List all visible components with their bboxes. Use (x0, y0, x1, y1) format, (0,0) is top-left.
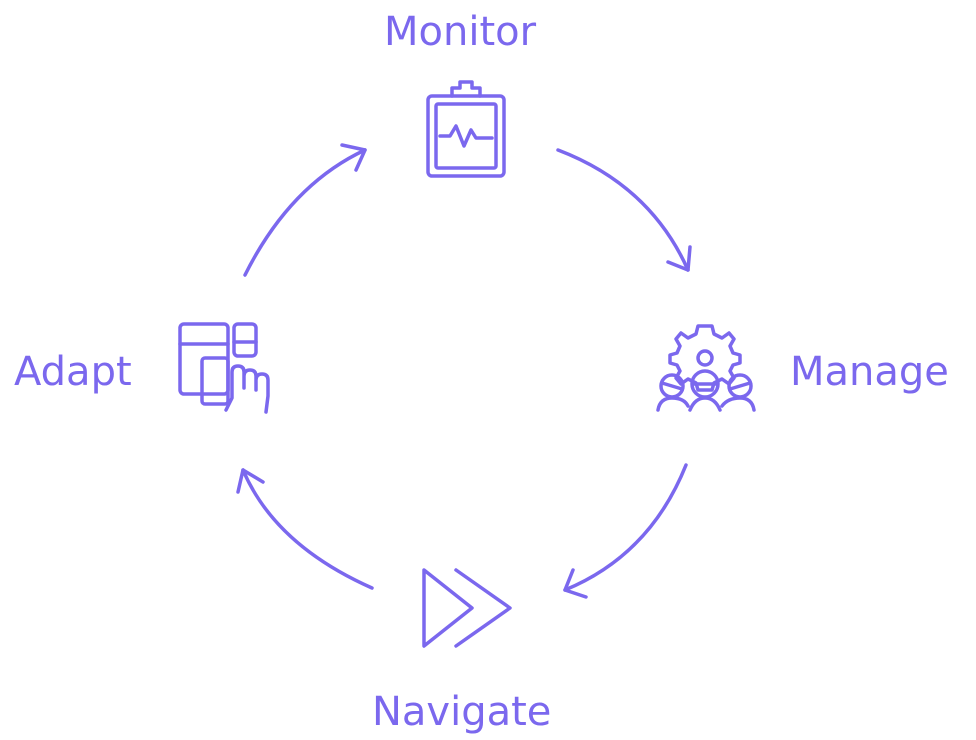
clipboard-chart-icon (426, 80, 506, 178)
arrow-head-navigate-to-adapt (236, 468, 265, 494)
arrow-adapt-to-monitor (243, 148, 367, 277)
step-label-navigate: Navigate (372, 689, 552, 735)
fast-forward-icon (422, 568, 512, 648)
cycle-arrows (236, 143, 692, 599)
step-label-manage: Manage (790, 349, 949, 395)
arrow-head-adapt-to-monitor (340, 143, 367, 172)
arrow-head-monitor-to-manage (666, 245, 692, 272)
step-label-monitor: Monitor (384, 9, 537, 55)
arrow-head-manage-to-navigate (563, 568, 588, 599)
step-label-adapt: Adapt (14, 349, 132, 395)
team-gear-icon (656, 324, 756, 412)
responsive-devices-touch-icon (178, 322, 270, 414)
arrow-monitor-to-manage (556, 148, 690, 272)
arrow-navigate-to-adapt (241, 468, 374, 590)
arrow-manage-to-navigate (563, 463, 688, 592)
